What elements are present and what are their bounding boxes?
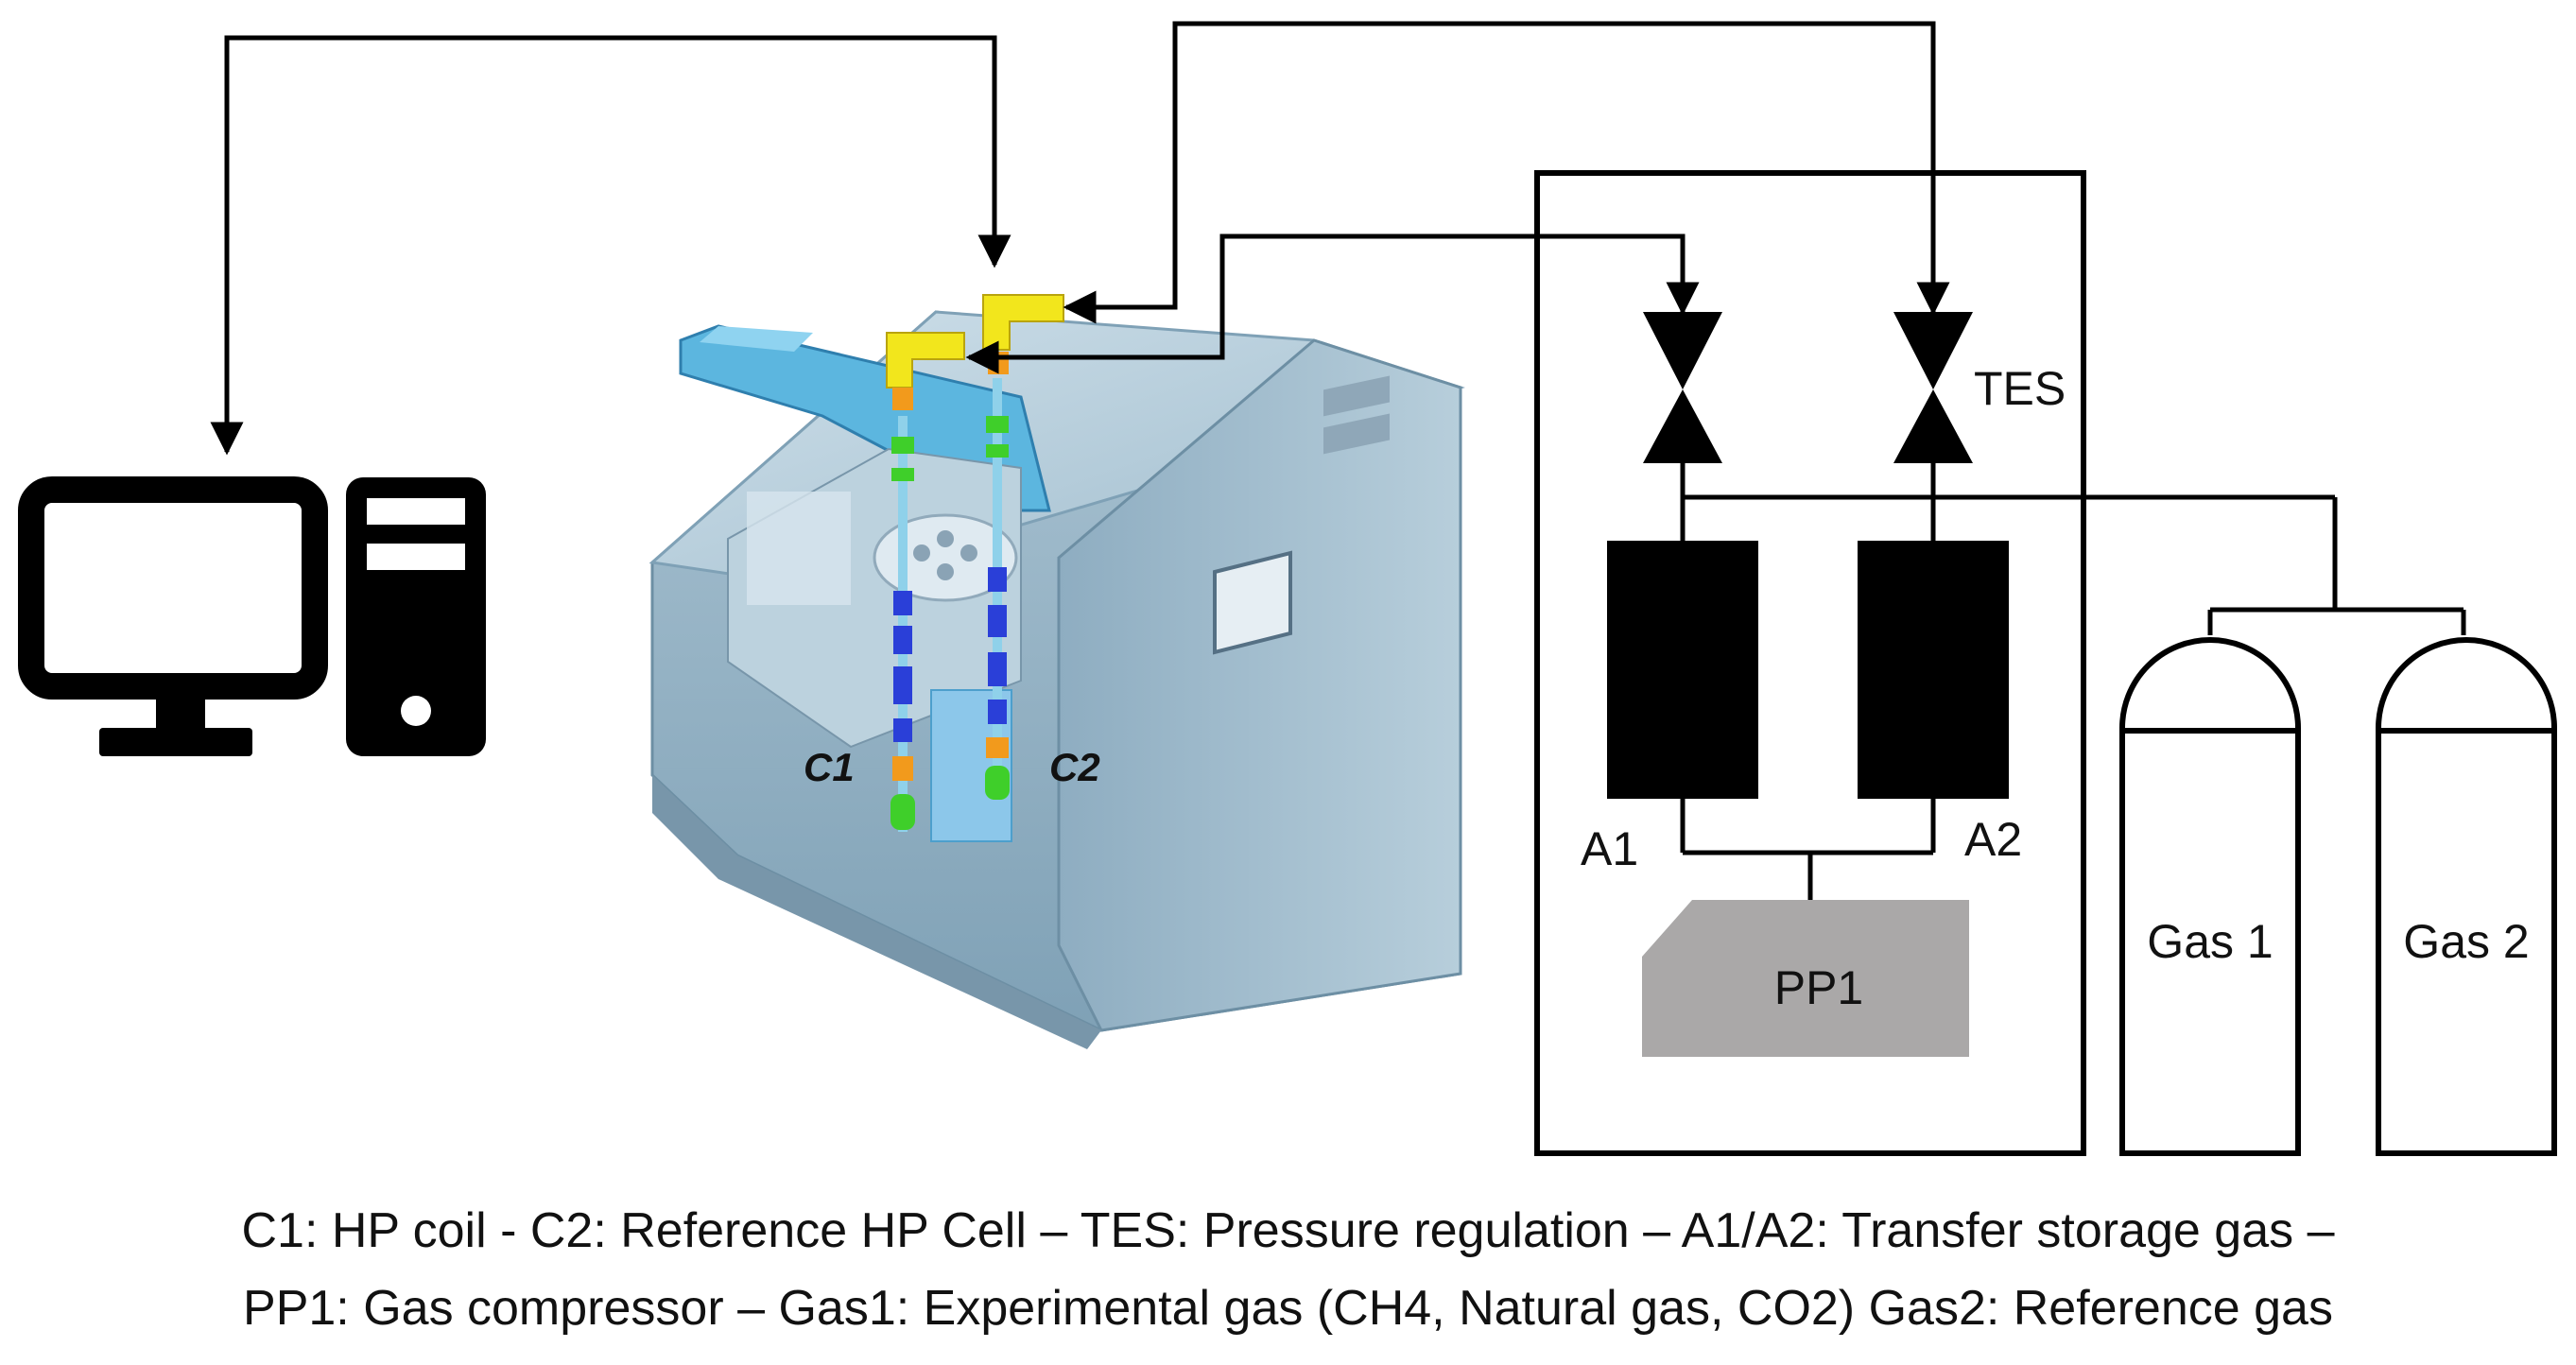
valve-icon [1643, 312, 1722, 463]
label-gas2: Gas 2 [2403, 915, 2529, 968]
label-tes: TES [1974, 362, 2066, 415]
label-c1: C1 [804, 745, 855, 789]
valve-icon [1893, 312, 1973, 463]
label-a2: A2 [1964, 813, 2022, 866]
gas-cylinder-icon [2119, 637, 2301, 1156]
label-a1: A1 [1581, 822, 1638, 875]
computer-icon [18, 476, 486, 756]
label-c2: C2 [1049, 745, 1100, 789]
caption-line-1: C1: HP coil - C2: Reference HP Cell – TE… [241, 1203, 2335, 1258]
signal-lines [210, 21, 1950, 456]
computer-monitor-icon [18, 476, 328, 756]
storage-tank-a1 [1607, 541, 1758, 799]
gas-cylinder-icon [2376, 637, 2557, 1156]
gas-panel: TES A1 A2 PP1 [1534, 170, 2466, 1156]
label-pp1: PP1 [1774, 961, 1864, 1014]
valve-to-c1-line [965, 233, 1700, 374]
tes-to-c2-line [1063, 21, 1950, 324]
compressor-pp1 [1642, 900, 1969, 1057]
calorimeter-instrument [648, 310, 1465, 1049]
gas-panel-frame [1534, 170, 2086, 1156]
computer-link-line [210, 35, 1011, 456]
storage-tank-a2 [1858, 541, 2009, 799]
caption-line-2: PP1: Gas compressor – Gas1: Experimental… [243, 1281, 2333, 1336]
label-gas1: Gas 1 [2147, 915, 2273, 968]
computer-tower-icon [346, 477, 486, 756]
